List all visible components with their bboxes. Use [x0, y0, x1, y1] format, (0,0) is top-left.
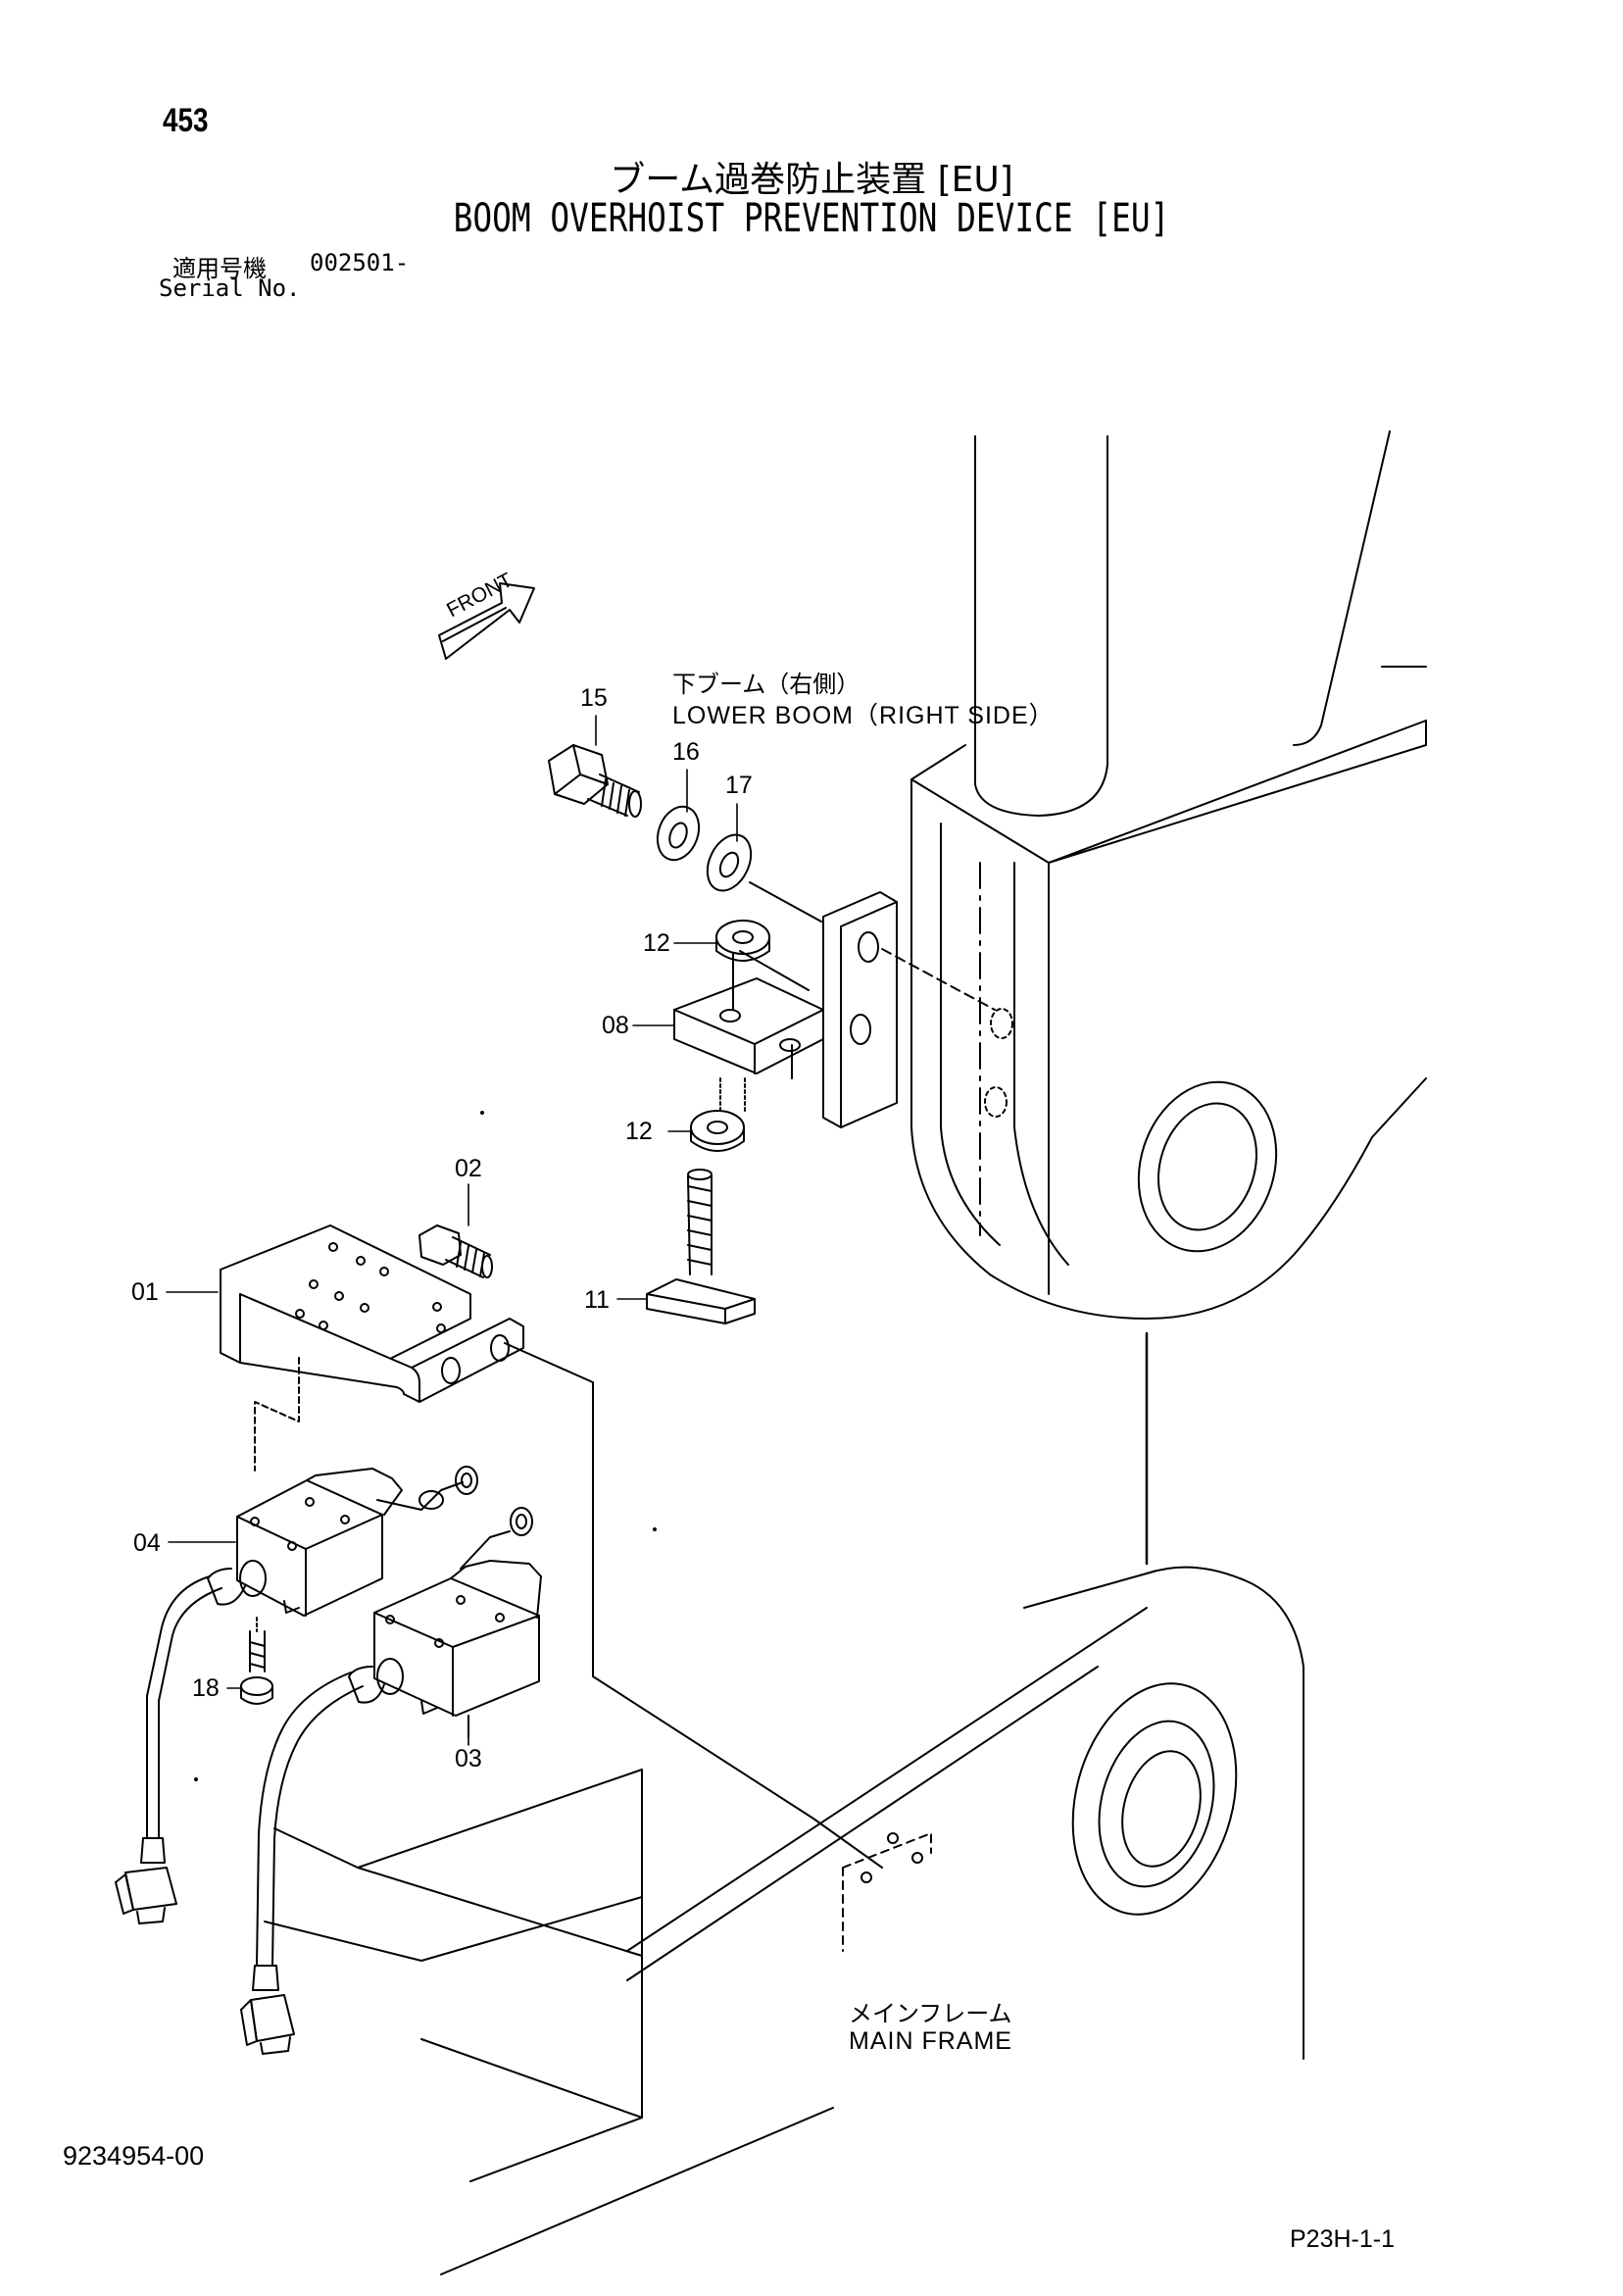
- callout-18: 18: [192, 1674, 220, 1702]
- callout-15: 15: [580, 684, 608, 712]
- bracket-08: [674, 892, 897, 1127]
- washer-17: [699, 827, 760, 897]
- stud-11: [647, 1170, 755, 1323]
- callout-leaders: [167, 716, 737, 1745]
- nut-12-lower: [691, 1111, 744, 1151]
- main-frame-caption-japanese: メインフレーム: [849, 2000, 1012, 2027]
- limit-switch-03: [257, 1508, 541, 1966]
- serial-label-english: Serial No.: [159, 275, 301, 302]
- callout-12-lower: 12: [625, 1118, 653, 1145]
- callout-01: 01: [131, 1278, 159, 1306]
- title-english: BOOM OVERHOIST PREVENTION DEVICE [EU]: [453, 196, 1170, 241]
- main-frame-outline: [265, 1568, 1303, 2274]
- callout-02: 02: [455, 1155, 482, 1182]
- cable-connector-04: [116, 1838, 176, 1923]
- bracket-01: [221, 1225, 523, 1402]
- callout-04: 04: [133, 1529, 161, 1557]
- callout-11: 11: [584, 1286, 610, 1314]
- main-frame-caption-english: MAIN FRAME: [849, 2027, 1012, 2055]
- callout-08: 08: [602, 1012, 629, 1039]
- limit-switch-04: [147, 1467, 477, 1838]
- callout-16: 16: [672, 738, 700, 766]
- page-reference: P23H-1-1: [1290, 2225, 1395, 2253]
- lower-boom-outline: [911, 431, 1426, 1564]
- cable-connector-03: [241, 1966, 294, 2054]
- serial-label-japanese: 適用号機: [172, 255, 267, 282]
- front-arrow: [439, 583, 534, 659]
- screw-18: [241, 1618, 272, 1704]
- page-number: 453: [163, 102, 209, 139]
- title-japanese: ブーム過巻防止装置 [EU]: [610, 160, 1013, 200]
- callout-17: 17: [725, 772, 753, 799]
- drawing-code: 9234954-00: [63, 2141, 205, 2171]
- callout-03: 03: [455, 1745, 482, 1772]
- bolt-15: [549, 745, 641, 817]
- scan-specks: [195, 1112, 656, 1780]
- spring-washer-16: [651, 801, 707, 866]
- bolt-02: [419, 1225, 492, 1277]
- lower-boom-caption-japanese: 下ブーム（右側）: [672, 671, 861, 698]
- serial-number-value: 002501-: [310, 249, 410, 276]
- nut-12-upper: [716, 921, 769, 961]
- lower-boom-caption-english: LOWER BOOM（RIGHT SIDE）: [672, 702, 1055, 729]
- callout-12-upper: 12: [643, 929, 670, 957]
